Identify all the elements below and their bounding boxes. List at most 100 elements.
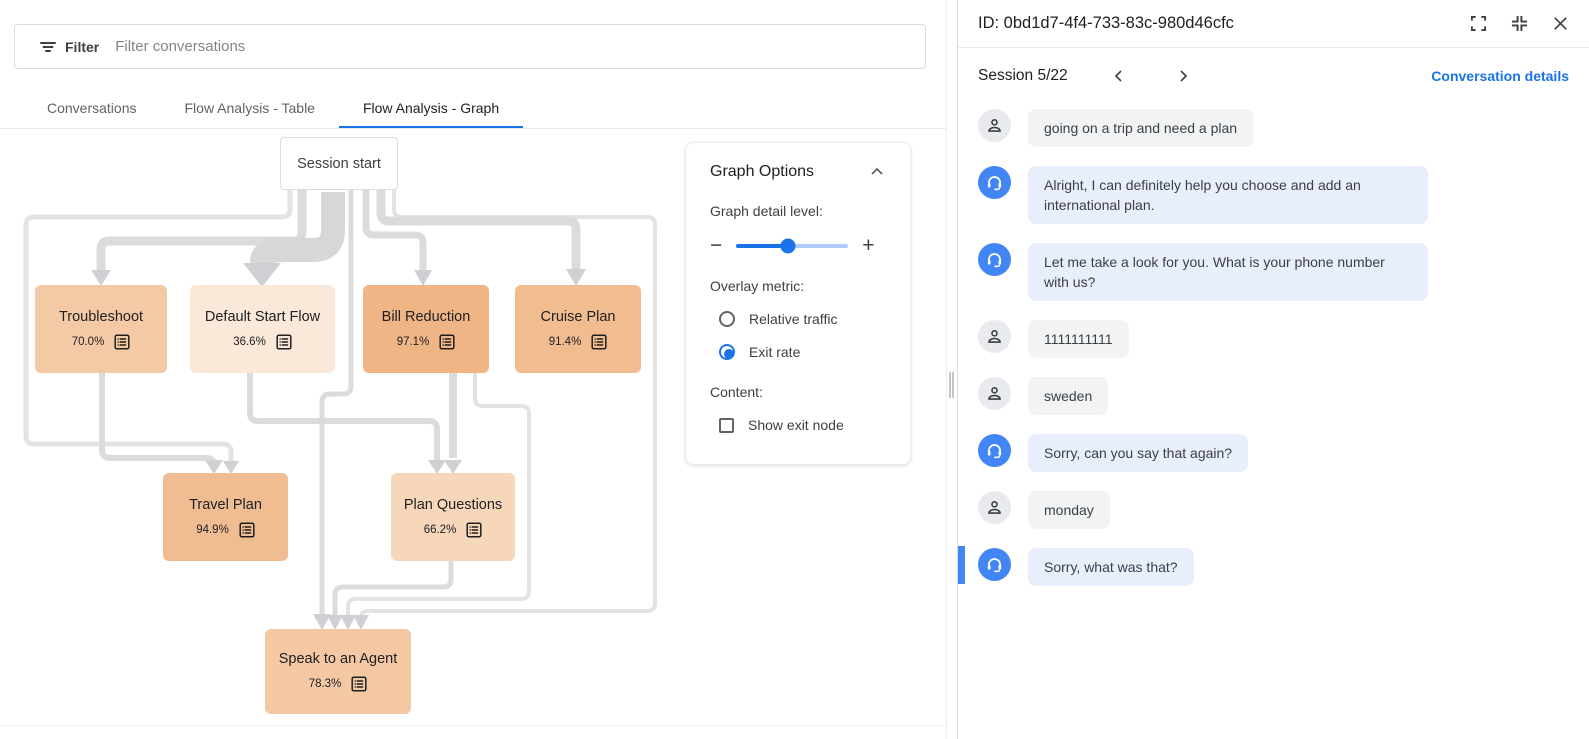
filter-icon: [40, 41, 56, 52]
detail-panel-header: ID: 0bd1d7-4f4-733-83c-980d46cfc: [958, 0, 1589, 48]
flow-node-plan-questions[interactable]: Plan Questions 66.2%: [391, 473, 515, 561]
radio-label[interactable]: Exit rate: [749, 344, 801, 360]
filter-label: Filter: [65, 38, 100, 55]
message-bubble: monday: [1028, 491, 1110, 529]
radio-relative-traffic[interactable]: [719, 311, 735, 327]
avatar: [978, 243, 1011, 276]
graph-detail-slider-row: − +: [710, 235, 886, 256]
collapse-chevron-icon[interactable]: [868, 163, 886, 181]
flow-node-travel-plan[interactable]: Travel Plan 94.9%: [163, 473, 288, 561]
agent-headset-icon: [987, 253, 1002, 268]
message-bubble: Sorry, can you say that again?: [1028, 434, 1249, 472]
avatar: [978, 491, 1011, 524]
agent-message[interactable]: Sorry, what was that?: [958, 546, 1569, 586]
user-message[interactable]: monday: [978, 491, 1569, 529]
flow-node-exit-rate: 97.1%: [396, 335, 430, 348]
next-session-chevron[interactable]: [1176, 69, 1190, 83]
flow-node-label: Travel Plan: [189, 496, 262, 513]
flow-node-session-start[interactable]: Session start: [280, 137, 398, 190]
conversation-detail-panel: ID: 0bd1d7-4f4-733-83c-980d46cfc S: [957, 0, 1589, 739]
flow-node-bill-reduction[interactable]: Bill Reduction 97.1%: [363, 285, 489, 373]
user-message[interactable]: going on a trip and need a plan: [978, 109, 1569, 147]
resize-grip-icon: [949, 372, 954, 398]
transcript-list[interactable]: going on a trip and need a plan Alright,…: [958, 103, 1589, 739]
slider-thumb[interactable]: [780, 238, 796, 253]
content-label: Content:: [710, 384, 763, 400]
graph-options-title: Graph Options: [710, 163, 815, 180]
avatar: [978, 109, 1011, 142]
exit-fullscreen-icon[interactable]: [1511, 15, 1528, 32]
previous-session-chevron[interactable]: [1112, 69, 1126, 83]
transcript-list-icon[interactable]: [351, 676, 367, 692]
flow-node-label: Bill Reduction: [381, 308, 471, 325]
tab-bar: Conversations Flow Analysis - Table Flow A…: [0, 90, 946, 129]
transcript-list-icon[interactable]: [439, 333, 455, 350]
conversation-details-link[interactable]: Conversation details: [1431, 67, 1569, 84]
filter-conversations-input[interactable]: Filter conversations: [115, 38, 246, 55]
agent-headset-icon: [987, 176, 1002, 191]
user-avatar-icon: [988, 330, 1001, 343]
avatar: [978, 548, 1011, 581]
zoom-out-minus-button[interactable]: −: [710, 234, 723, 257]
message-bubble: going on a trip and need a plan: [1028, 109, 1254, 147]
flow-analysis-panel: Filter Filter conversations Conversation…: [0, 24, 946, 726]
user-message[interactable]: 1111111111: [978, 320, 1569, 358]
flow-node-label: Speak to an Agent: [278, 651, 398, 667]
zoom-in-plus-button[interactable]: +: [862, 234, 875, 257]
message-bubble: Sorry, what was that?: [1028, 548, 1194, 586]
flow-node-cruise-plan[interactable]: Cruise Plan 91.4%: [515, 285, 641, 373]
flow-node-label: Default Start Flow: [204, 308, 321, 325]
avatar: [978, 166, 1011, 199]
overlay-metric-label: Overlay metric:: [710, 278, 805, 294]
user-message[interactable]: sweden: [978, 377, 1569, 415]
user-avatar-icon: [988, 387, 1001, 400]
transcript-list-icon[interactable]: [276, 333, 292, 350]
radio-label[interactable]: Relative traffic: [749, 311, 838, 327]
avatar: [978, 377, 1011, 410]
conversation-id-title: ID: 0bd1d7-4f4-733-83c-980d46cfc: [978, 14, 1234, 32]
message-bubble: Let me take a look for you. What is your…: [1028, 243, 1428, 301]
filter-bar[interactable]: Filter Filter conversations: [14, 24, 926, 69]
agent-message[interactable]: Alright, I can definitely help you choos…: [978, 166, 1569, 224]
agent-message[interactable]: Let me take a look for you. What is your…: [978, 243, 1569, 301]
graph-detail-level-label: Graph detail level:: [710, 203, 823, 219]
transcript-list-icon[interactable]: [239, 521, 255, 538]
flow-node-exit-rate: 36.6%: [233, 335, 266, 348]
session-nav-row: Session 5/22 Conversation details: [958, 48, 1589, 103]
flow-node-label: Troubleshoot: [58, 308, 144, 325]
flow-node-exit-rate: 94.9%: [196, 523, 229, 536]
message-bubble: Alright, I can definitely help you choos…: [1028, 166, 1428, 224]
flow-node-exit-rate: 78.3%: [308, 678, 342, 690]
transcript-list-icon[interactable]: [591, 333, 607, 350]
graph-detail-slider[interactable]: [736, 238, 849, 253]
transcript-list-icon[interactable]: [466, 521, 482, 538]
graph-options-card: Graph Options Graph detail level: − + Ov…: [685, 142, 911, 465]
user-avatar-icon: [988, 119, 1001, 132]
tab-flow-analysis-graph[interactable]: Flow Analysis - Graph: [338, 90, 524, 128]
flow-node-troubleshoot[interactable]: Troubleshoot 70.0%: [35, 285, 167, 373]
agent-message[interactable]: Sorry, can you say that again?: [978, 434, 1569, 472]
flow-node-default-start-flow[interactable]: Default Start Flow 36.6%: [190, 285, 335, 373]
flow-node-speak-to-an-agent[interactable]: Speak to an Agent 78.3%: [265, 629, 411, 714]
close-icon[interactable]: [1552, 15, 1569, 32]
agent-headset-icon: [987, 444, 1002, 459]
user-avatar-icon: [988, 501, 1001, 514]
show-exit-node-label[interactable]: Show exit node: [748, 417, 844, 433]
radio-exit-rate[interactable]: [719, 344, 735, 360]
flow-node-label: Cruise Plan: [540, 308, 616, 325]
tab-flow-analysis-table[interactable]: Flow Analysis - Table: [184, 100, 315, 116]
fullscreen-icon[interactable]: [1470, 15, 1487, 32]
tab-conversations[interactable]: Conversations: [47, 100, 137, 116]
agent-headset-icon: [987, 558, 1002, 573]
show-exit-node-checkbox[interactable]: [719, 417, 734, 433]
message-bubble: 1111111111: [1028, 320, 1129, 358]
graph-area-bottom-border: [0, 725, 946, 726]
panel-resize-handle[interactable]: [946, 0, 957, 739]
avatar: [978, 434, 1011, 467]
transcript-list-icon[interactable]: [114, 333, 130, 350]
session-counter: Session 5/22: [978, 66, 1068, 84]
flow-node-label: Plan Questions: [403, 496, 503, 513]
flow-node-exit-rate: 91.4%: [548, 335, 582, 348]
message-bubble: sweden: [1028, 377, 1109, 415]
